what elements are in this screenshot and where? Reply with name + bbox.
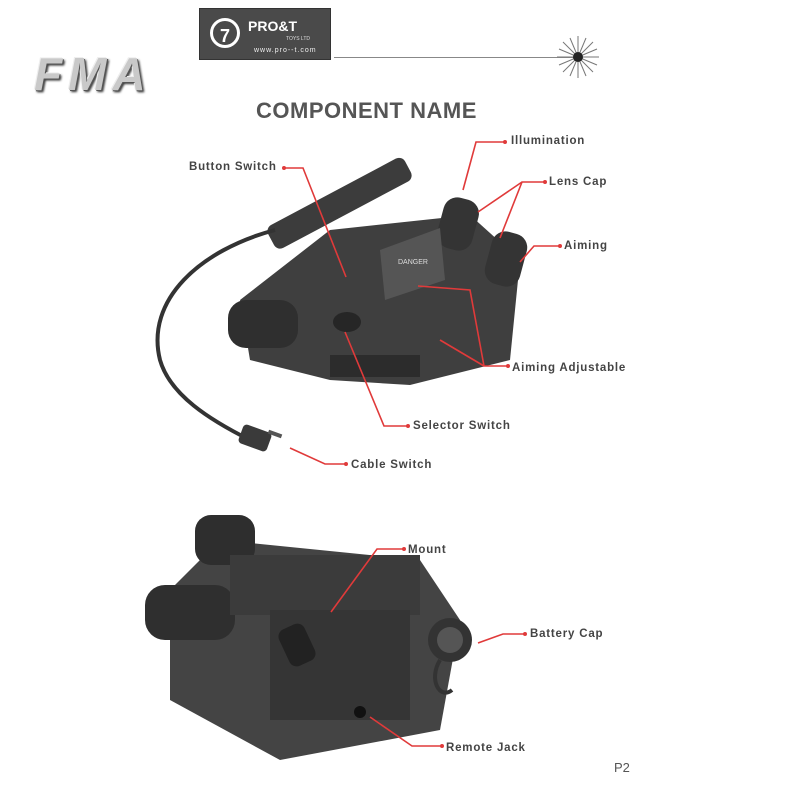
- brand-name: PRO&T: [248, 18, 297, 34]
- callout-battery-cap: [477, 633, 525, 644]
- starburst-icon: [557, 36, 599, 78]
- label-aiming: Aiming: [564, 240, 608, 252]
- callout-dots: [282, 140, 562, 748]
- label-lens-cap: Lens Cap: [549, 176, 608, 188]
- brand-sub: TOYS LTD: [286, 36, 310, 42]
- label-illumination: Illumination: [511, 135, 586, 147]
- label-aiming-adjustable: Aiming Adjustable: [512, 362, 627, 374]
- label-selector-switch: Selector Switch: [413, 420, 511, 432]
- callout-mount: [330, 548, 404, 613]
- callout-illumination: [462, 141, 505, 191]
- callout-aiming: [519, 245, 560, 263]
- callouts: [284, 141, 560, 747]
- header-rule: [334, 57, 574, 58]
- callout-remote-jack: [369, 716, 442, 747]
- label-mount: Mount: [408, 544, 447, 556]
- label-button-switch: Button Switch: [189, 161, 277, 173]
- brand-url: www.pro--t.com: [254, 47, 317, 54]
- callout-selector-switch: [344, 331, 408, 427]
- fma-logo: FMA: [34, 48, 152, 100]
- danger-label: DANGER: [398, 259, 428, 266]
- callout-cable-switch: [289, 447, 346, 465]
- page-title: COMPONENT NAME: [256, 98, 477, 123]
- label-cable-switch: Cable Switch: [351, 459, 433, 471]
- page-number: P2: [614, 760, 630, 775]
- label-battery-cap: Battery Cap: [530, 628, 604, 640]
- device-top-illustration: DANGER: [155, 157, 528, 452]
- callout-button-switch: [284, 167, 347, 278]
- brand-badge: 7: [210, 18, 240, 48]
- device-bottom-illustration: [145, 515, 472, 760]
- label-remote-jack: Remote Jack: [446, 742, 526, 754]
- brand-logo: 7 PRO&T TOYS LTD www.pro--t.com: [199, 8, 331, 60]
